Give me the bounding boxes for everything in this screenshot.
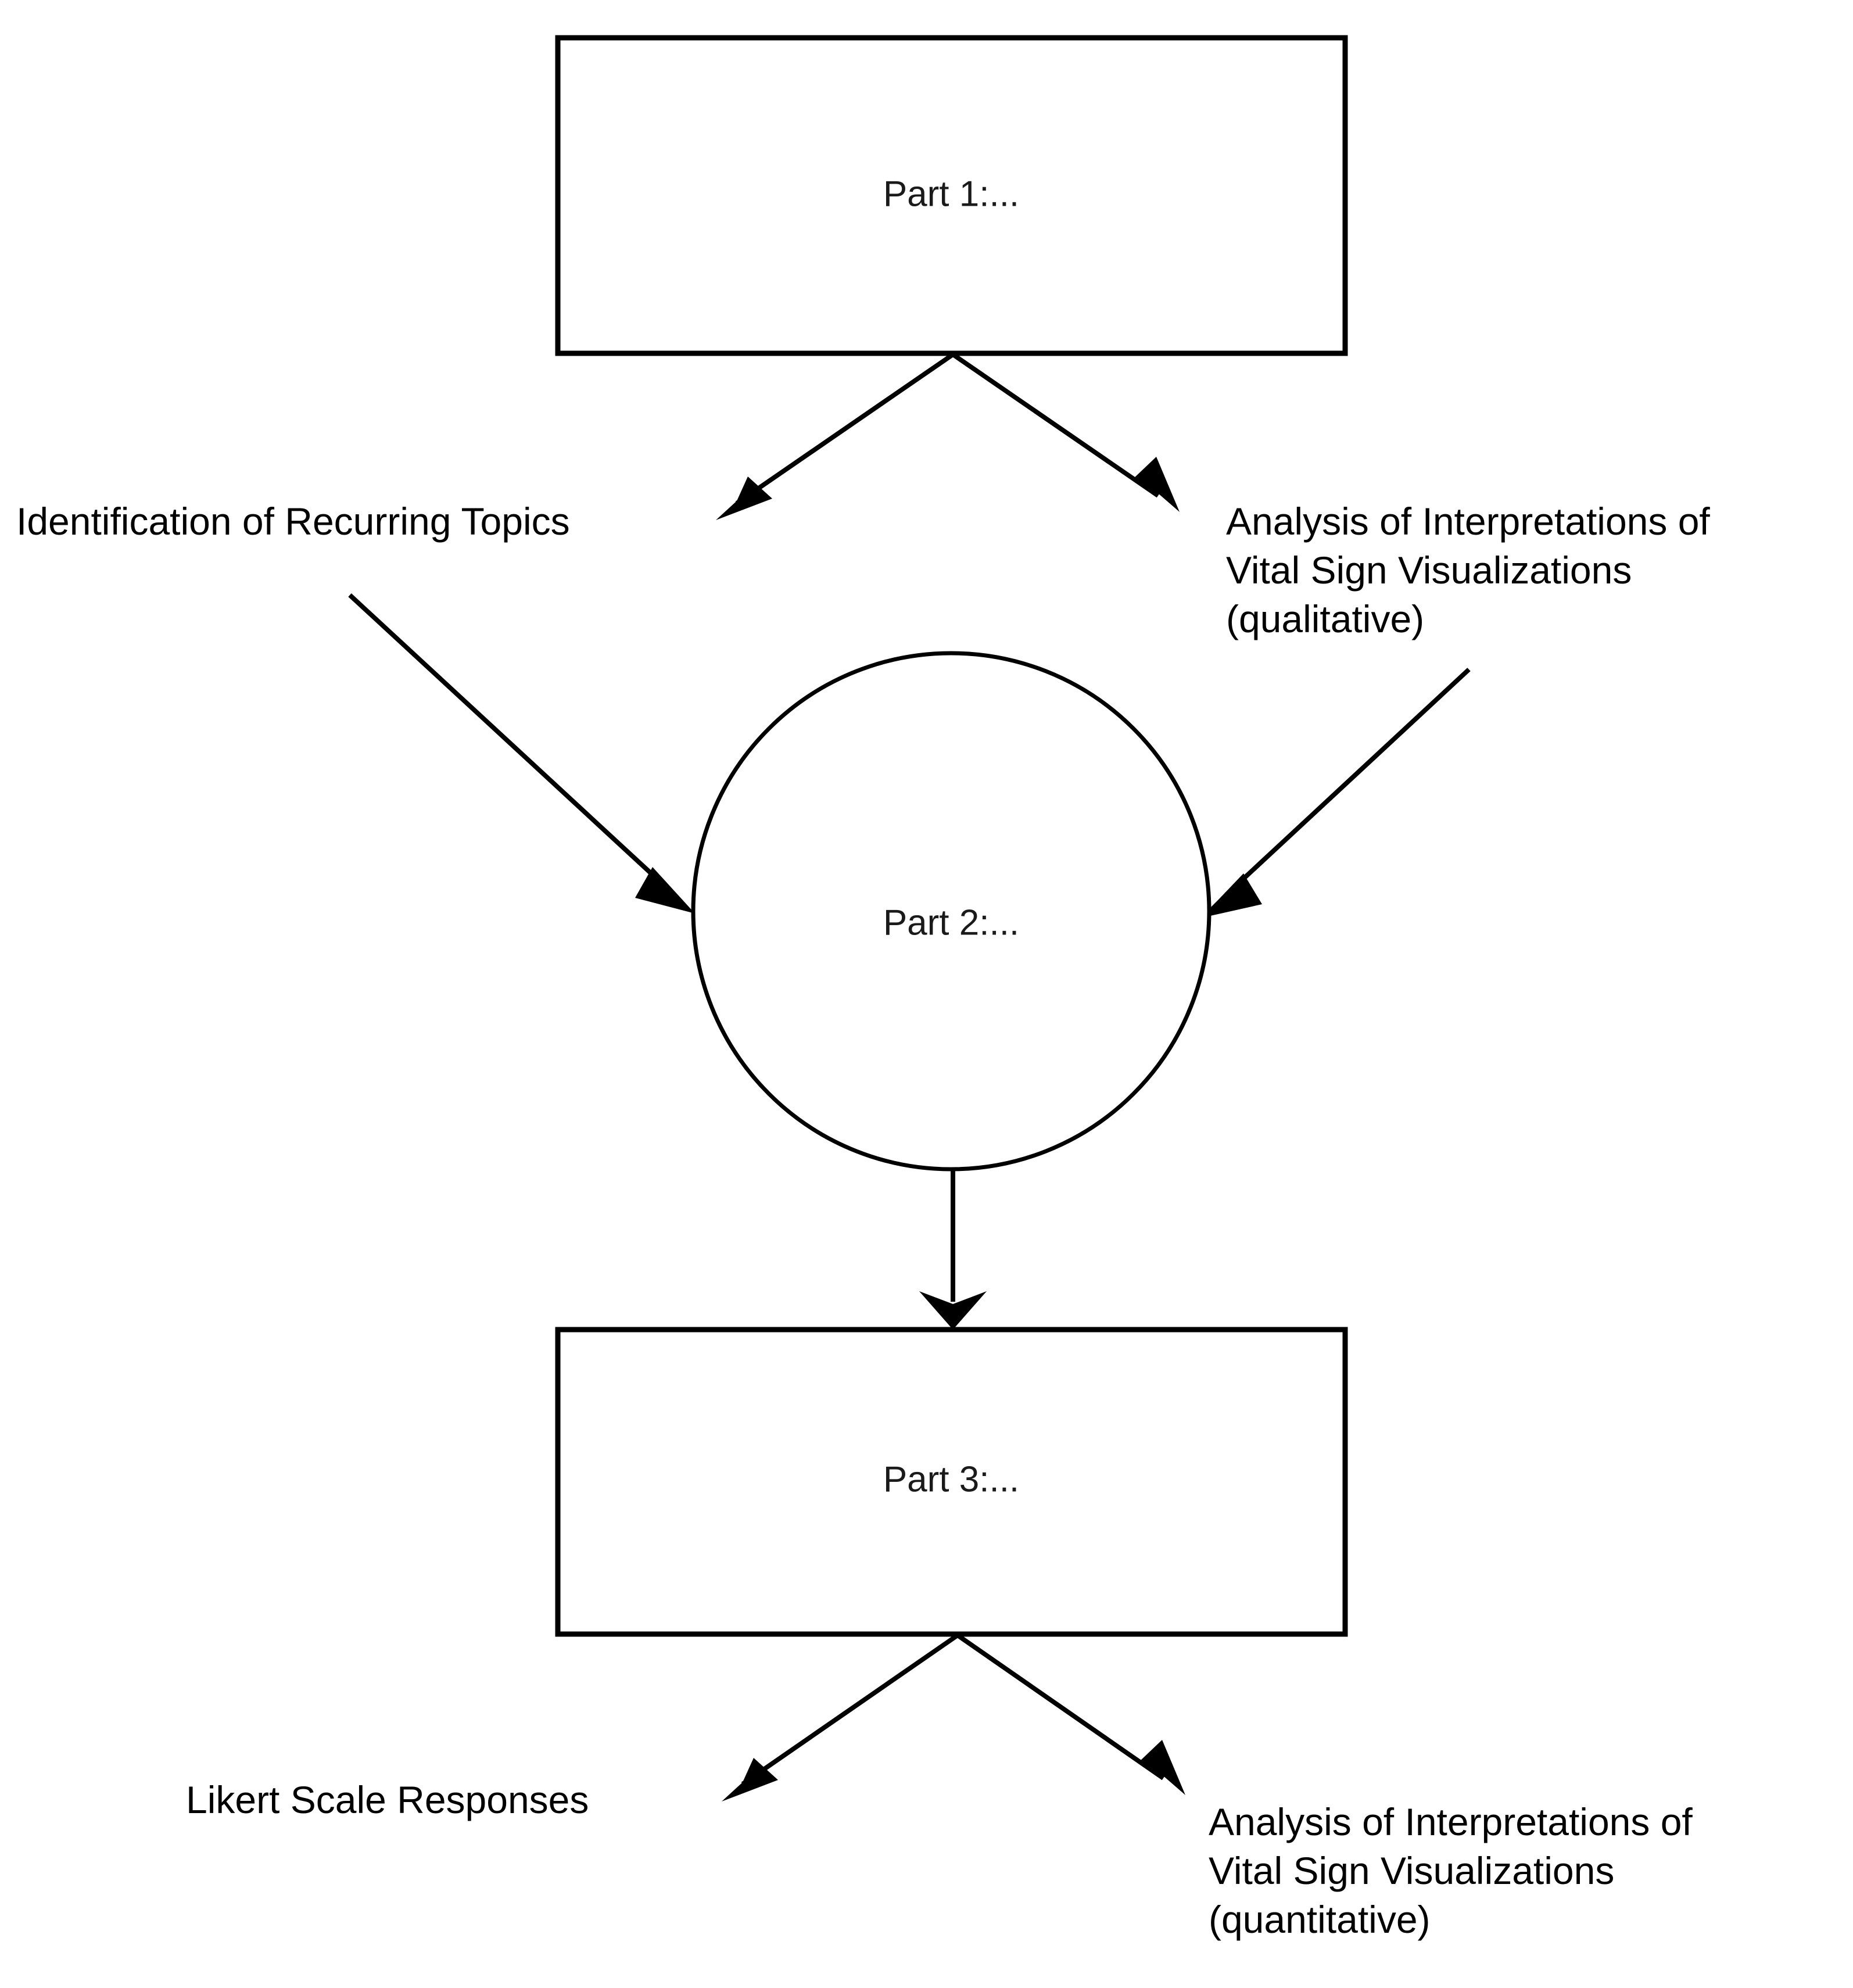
arrow-head-circle-right: [1200, 873, 1262, 918]
edge-part3-to-likert: [722, 1633, 959, 1801]
label-recurring-topics: Identification of Recurring Topics: [16, 500, 570, 543]
label-qualitative-line-2: Vital Sign Visualizations: [1226, 549, 1632, 592]
arrow-head-left-upper: [716, 477, 772, 520]
part1-box[interactable]: [555, 35, 1348, 356]
label-qualitative-line-3: (qualitative): [1226, 597, 1425, 640]
edge-part1-to-qualitative: [951, 352, 1180, 512]
part3-box[interactable]: [555, 1327, 1348, 1637]
edge-recurring-topics-to-part2: [348, 593, 695, 914]
label-qualitative-line-1: Analysis of Interpretations of: [1226, 500, 1710, 543]
label-quantitative-line-3: (quantitative): [1209, 1898, 1431, 1941]
label-quantitative-line-2: Vital Sign Visualizations: [1209, 1849, 1615, 1892]
arrow-head-right-upper: [1132, 457, 1180, 512]
label-quantitative-analysis: Analysis of Interpretations of Vital Sig…: [1209, 1797, 1842, 1944]
arrow-head-part3-top: [919, 1291, 987, 1330]
arrow-head-circle-left: [635, 867, 695, 914]
label-likert-scale-responses: Likert Scale Responses: [186, 1778, 589, 1821]
part3-label: Part 3:...: [883, 1459, 1019, 1499]
label-quantitative-line-1: Analysis of Interpretations of: [1209, 1800, 1693, 1843]
edge-part2-to-part3: [919, 1169, 987, 1330]
label-qualitative-analysis: Analysis of Interpretations of Vital Sig…: [1226, 497, 1848, 643]
edge-part1-to-recurring-topics: [716, 352, 955, 520]
arrow-head-right-lower: [1138, 1740, 1185, 1795]
edge-part3-to-quantitative: [956, 1633, 1185, 1795]
part1-label: Part 1:...: [883, 174, 1019, 214]
part2-label: Part 2:...: [883, 902, 1019, 943]
edge-qualitative-to-part2: [1200, 668, 1471, 918]
arrow-head-left-lower: [722, 1758, 778, 1801]
